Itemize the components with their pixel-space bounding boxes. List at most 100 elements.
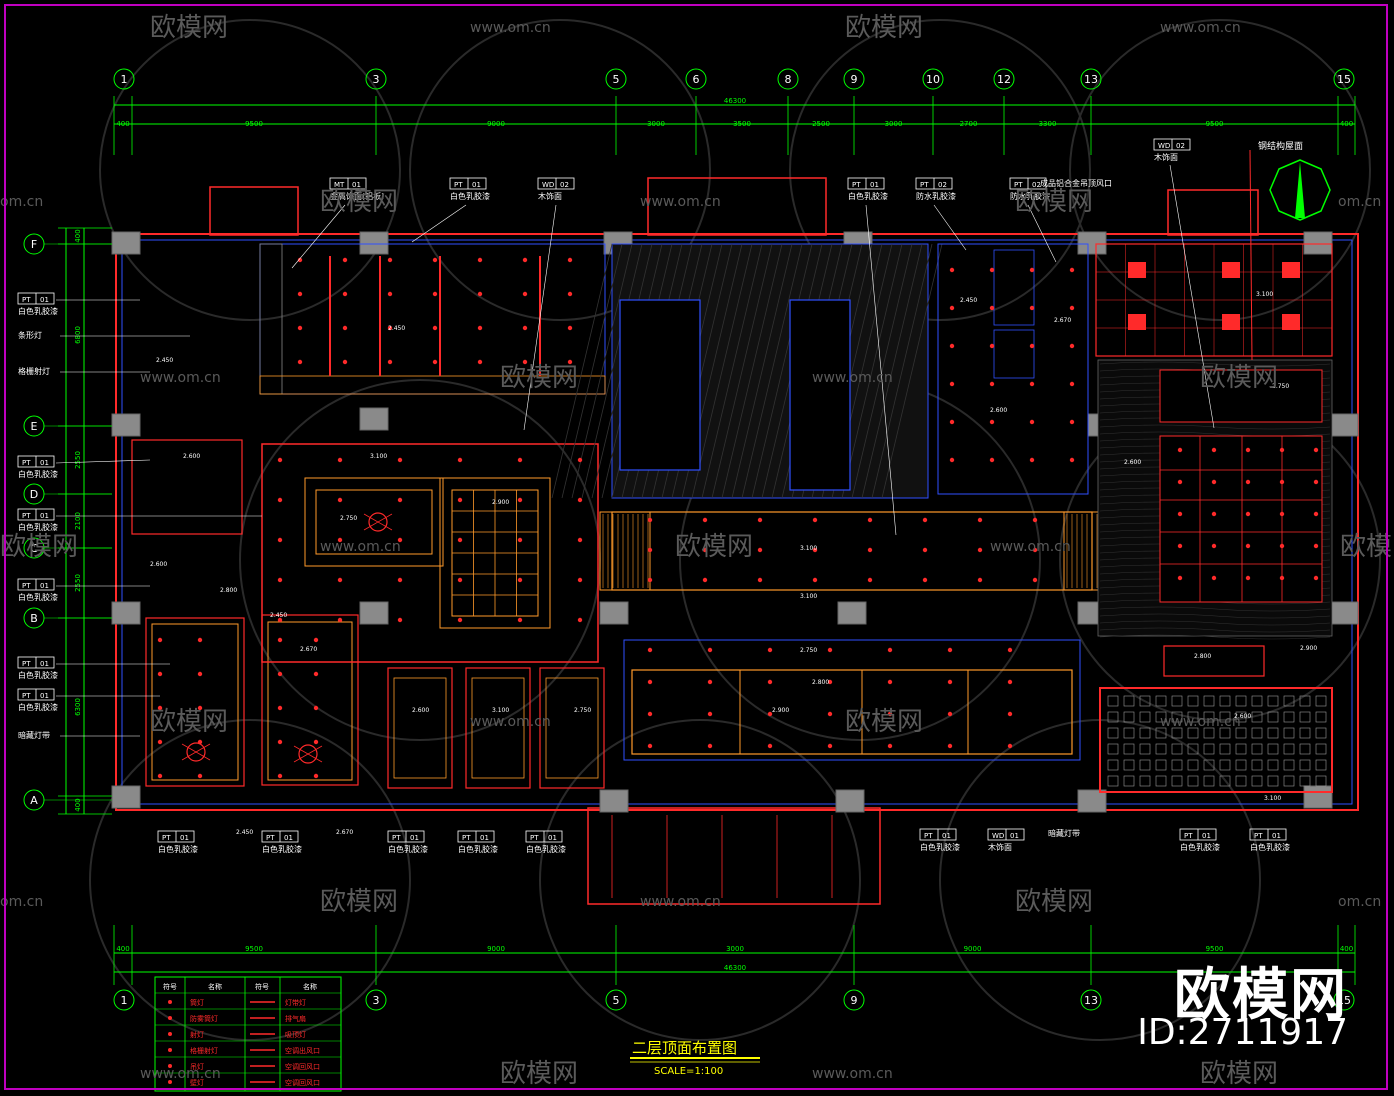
downlight-icon: [702, 577, 708, 583]
drawing-scale: SCALE=1:100: [654, 1066, 723, 1077]
elevation-label: 2.670: [336, 829, 353, 836]
lattice-cell: [1107, 743, 1119, 755]
tag-num: 01: [180, 834, 189, 842]
downlight-icon: [989, 457, 995, 463]
elevation-label: 2.670: [1054, 317, 1071, 324]
downlight-icon: [277, 457, 283, 463]
watermark-text: 欧模网: [500, 1059, 578, 1089]
shaft: [789, 299, 851, 491]
lattice-cell: [1219, 727, 1231, 739]
tag-text: 白色乳胶漆: [18, 592, 58, 602]
downlight-icon: [342, 325, 348, 331]
tag-code: PT: [22, 660, 31, 668]
wood-grain: [1099, 620, 1331, 626]
downlight-icon: [977, 547, 983, 553]
lattice-cell: [1299, 727, 1311, 739]
tag-text: 木饰面: [988, 842, 1012, 852]
elevation-label: 3.100: [1256, 291, 1273, 298]
dim-text: 400: [1340, 945, 1353, 953]
downlight-icon: [949, 343, 955, 349]
lattice-cell: [1219, 759, 1231, 771]
tag-num: 01: [870, 181, 879, 189]
downlight-icon: [757, 577, 763, 583]
lattice-cell: [1235, 743, 1247, 755]
grid-label: 5: [613, 994, 620, 1007]
tag-code: PT: [22, 296, 31, 304]
bay-window: [209, 186, 299, 236]
column: [359, 231, 389, 255]
downlight-icon: [1245, 575, 1251, 581]
watermark-text: 欧模网: [1015, 887, 1093, 917]
lattice-cell: [1299, 775, 1311, 787]
lattice-cell: [1315, 743, 1327, 755]
grid-bubble: [1333, 989, 1355, 1011]
downlight-icon: [313, 739, 319, 745]
tag-num: 01: [40, 582, 49, 590]
dim-text: 2500: [812, 120, 830, 128]
downlight-icon: [277, 705, 283, 711]
downlight-icon: [1211, 511, 1217, 517]
lattice-cell: [1171, 759, 1183, 771]
watermark-arc: [1069, 19, 1371, 321]
legend-name: 空调回风口: [285, 1062, 320, 1071]
downlight-icon: [887, 711, 893, 717]
lattice-cell: [1267, 743, 1279, 755]
hatch-line: [581, 243, 643, 499]
tag-num: 01: [284, 834, 293, 842]
downlight-icon: [197, 773, 203, 779]
grid-label: 3: [373, 994, 380, 1007]
downlight-icon: [1279, 511, 1285, 517]
downlight-icon: [432, 291, 438, 297]
downlight-icon: [397, 457, 403, 463]
lattice-cell: [1155, 743, 1167, 755]
hatch-line: [851, 243, 913, 499]
hatch-line: [691, 243, 753, 499]
downlight-icon: [297, 257, 303, 263]
elevation-label: 2.800: [812, 679, 829, 686]
legend-name: 排气扇: [285, 1014, 306, 1023]
elevation-label: 3.100: [1264, 795, 1281, 802]
lattice-cell: [1155, 727, 1167, 739]
watermark-text: 欧模网: [150, 707, 228, 737]
column: [1329, 601, 1359, 625]
legend-name: 射灯: [190, 1030, 204, 1039]
elevation-label: 2.450: [156, 357, 173, 364]
legend-name: 空调回风口: [285, 1078, 320, 1087]
watermark-text: www.om.cn: [140, 1066, 221, 1082]
downlight-icon: [297, 291, 303, 297]
grid-label: 10: [926, 73, 940, 86]
tag-code: WD: [542, 181, 554, 189]
downlight-icon: [1007, 647, 1013, 653]
lattice-cell: [1299, 743, 1311, 755]
tag-code: PT: [454, 181, 463, 189]
lattice-cell: [1123, 759, 1135, 771]
grid-bubble: [605, 68, 627, 90]
downlight-icon: [567, 291, 573, 297]
legend-name: 筒灯: [190, 998, 204, 1007]
downlight-icon: [342, 291, 348, 297]
downlight-icon: [522, 257, 528, 263]
downlight-icon: [1313, 543, 1319, 549]
lattice-cell: [1139, 743, 1151, 755]
elevation-label: 2.750: [800, 647, 817, 654]
dim-text: 46300: [724, 97, 746, 105]
watermark-text: 欧模网: [0, 532, 78, 562]
elevation-label: 2.800: [1194, 653, 1211, 660]
lattice-cell: [1203, 695, 1215, 707]
dim-text: 9000: [964, 945, 982, 953]
drawing-title: 二层顶面布置图: [632, 1039, 737, 1057]
tag-text: 暗藏灯带: [18, 730, 50, 740]
downlight-icon: [1245, 543, 1251, 549]
elevation-label: 2.600: [150, 561, 167, 568]
lattice-cell: [1187, 775, 1199, 787]
downlight-icon: [577, 537, 583, 543]
downlight-icon: [922, 577, 928, 583]
tile-feature: [1128, 262, 1146, 278]
downlight-icon: [867, 577, 873, 583]
tag-num: 01: [40, 296, 49, 304]
room: [131, 439, 243, 535]
lattice-cell: [1251, 711, 1263, 723]
downlight-icon: [313, 671, 319, 677]
brand-watermark: 欧模网: [1174, 963, 1348, 1028]
lattice-cell: [1107, 759, 1119, 771]
